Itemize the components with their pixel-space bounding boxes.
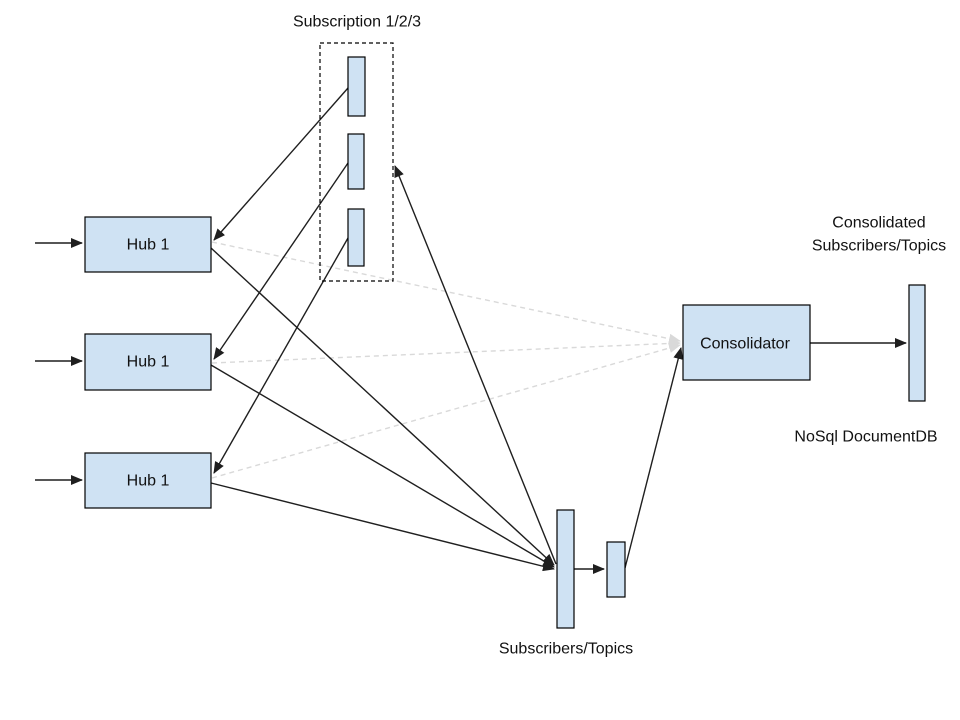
- node-shapes: [84, 56, 926, 629]
- edge-output-queue-to-consolidator: [624, 347, 684, 569]
- subscription-queue-2: [347, 133, 365, 190]
- hub-3-box: [84, 452, 212, 509]
- dashed-edge-hub-1-to-consolidator: [211, 241, 681, 344]
- solid-edges: [35, 87, 907, 574]
- subscribers-topics-queue: [556, 509, 575, 629]
- consolidator-label: Consolidator: [700, 336, 791, 353]
- subscribers-topics-label: Subscribers/Topics: [499, 641, 633, 658]
- consolidator-box: [682, 304, 811, 381]
- dashed-edges: [211, 241, 681, 479]
- edge-hub-3-to-subscribers-topics: [210, 482, 555, 572]
- hub-2-box: [84, 333, 212, 391]
- hub-2-label: Hub 1: [127, 354, 170, 371]
- output-queue: [606, 541, 626, 598]
- hub-1-label: Hub 1: [127, 237, 170, 254]
- labels-layer: Subscription 1/2/3 Hub 1 Hub 1 Hub 1 Con…: [127, 14, 946, 658]
- nosql-documentdb-store: [908, 284, 926, 402]
- dashed-edge-hub-2-to-consolidator: [211, 338, 681, 364]
- subscription-group-box: [319, 42, 394, 282]
- edge-hub-2-to-subscribers-topics: [210, 364, 555, 568]
- dashed-edge-hub-3-to-consolidator: [211, 343, 681, 479]
- subscription-group-label: Subscription 1/2/3: [293, 14, 421, 31]
- hub-3-label: Hub 1: [127, 473, 170, 490]
- consolidated-title-line1: Consolidated: [832, 215, 925, 232]
- nosql-label: NoSql DocumentDB: [794, 429, 937, 446]
- subscription-queue-1: [347, 56, 366, 117]
- edge-hub-1-to-subscribers-topics: [210, 247, 555, 566]
- edge-subscription-1-to-hub-1: [213, 87, 349, 241]
- edge-subscribers-topics-to-subscription-group: [394, 165, 557, 565]
- consolidated-title-line2: Subscribers/Topics: [812, 238, 946, 255]
- edge-subscription-2-to-hub-2: [213, 162, 349, 360]
- subscription-queue-3: [347, 208, 365, 267]
- edge-subscription-3-to-hub-3: [213, 237, 349, 474]
- hub-1-box: [84, 216, 212, 273]
